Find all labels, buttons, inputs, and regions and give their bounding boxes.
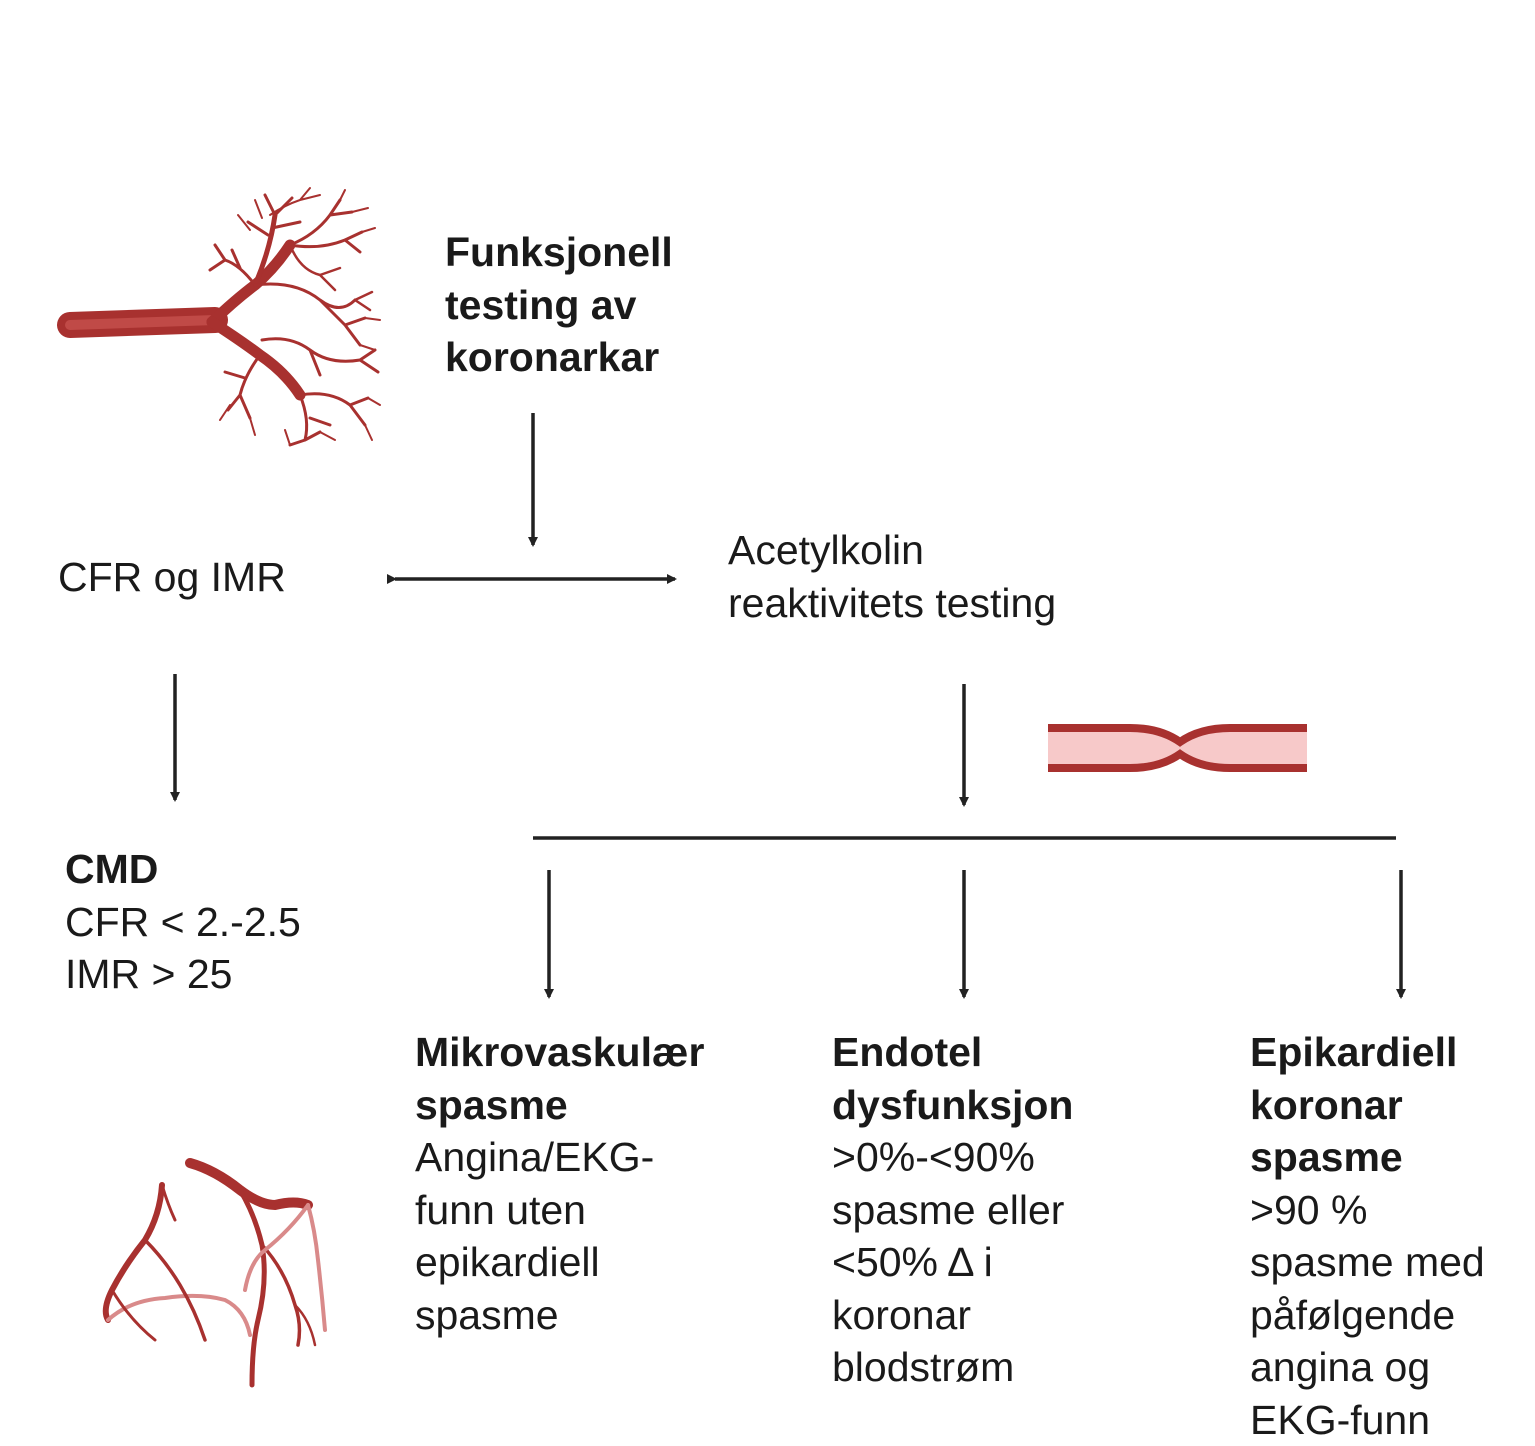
outcome-heading: Epikardiell xyxy=(1250,1026,1485,1079)
outcome-heading: Mikrovaskulær xyxy=(415,1026,704,1079)
outcome-line: <50% Δ i xyxy=(832,1236,1073,1289)
outcome-heading: koronar xyxy=(1250,1079,1485,1132)
acetylkolin-line: Acetylkolin xyxy=(728,524,1056,577)
outcome-epicardial-spasm: Epikardiell koronar spasme >90 % spasme … xyxy=(1250,1026,1485,1446)
outcome-line: funn uten xyxy=(415,1184,704,1237)
outcome-endothelial-dysfunction: Endotel dysfunksjon >0%-<90% spasme elle… xyxy=(832,1026,1073,1394)
acetylkolin-line: reaktivitets testing xyxy=(728,577,1056,630)
vessel-stenosis-icon xyxy=(1048,728,1307,768)
outcome-line: >0%-<90% xyxy=(832,1131,1073,1184)
outcome-heading: Endotel xyxy=(832,1026,1073,1079)
outcome-line: >90 % xyxy=(1250,1184,1485,1237)
acetylkolin-label: Acetylkolin reaktivitets testing xyxy=(728,524,1056,629)
cmd-line: CFR < 2.-2.5 xyxy=(65,896,301,949)
outcome-line: spasme eller xyxy=(832,1184,1073,1237)
outcome-line: spasme xyxy=(415,1289,704,1342)
cmd-line: IMR > 25 xyxy=(65,948,301,1001)
outcome-line: epikardiell xyxy=(415,1236,704,1289)
outcome-heading: dysfunksjon xyxy=(832,1079,1073,1132)
cmd-block: CMD CFR < 2.-2.5 IMR > 25 xyxy=(65,843,301,1001)
cfr-imr-label: CFR og IMR xyxy=(58,551,286,603)
outcome-line: spasme med xyxy=(1250,1236,1485,1289)
outcome-line: angina og xyxy=(1250,1341,1485,1394)
outcome-line: koronar xyxy=(832,1289,1073,1342)
outcome-line: EKG-funn xyxy=(1250,1394,1485,1446)
outcome-microvascular-spasm: Mikrovaskulær spasme Angina/EKG- funn ut… xyxy=(415,1026,704,1341)
outcome-heading: spasme xyxy=(1250,1131,1485,1184)
diagram-title: Funksjonell testing av koronarkar xyxy=(445,226,673,384)
coronary-arteries-icon xyxy=(106,1163,325,1385)
title-line: testing av xyxy=(445,279,673,332)
cmd-heading: CMD xyxy=(65,843,301,896)
outcome-line: blodstrøm xyxy=(832,1341,1073,1394)
title-line: Funksjonell xyxy=(445,226,673,279)
vascular-tree-icon xyxy=(70,188,380,445)
outcome-line: Angina/EKG- xyxy=(415,1131,704,1184)
outcome-line: påfølgende xyxy=(1250,1289,1485,1342)
outcome-heading: spasme xyxy=(415,1079,704,1132)
title-line: koronarkar xyxy=(445,331,673,384)
